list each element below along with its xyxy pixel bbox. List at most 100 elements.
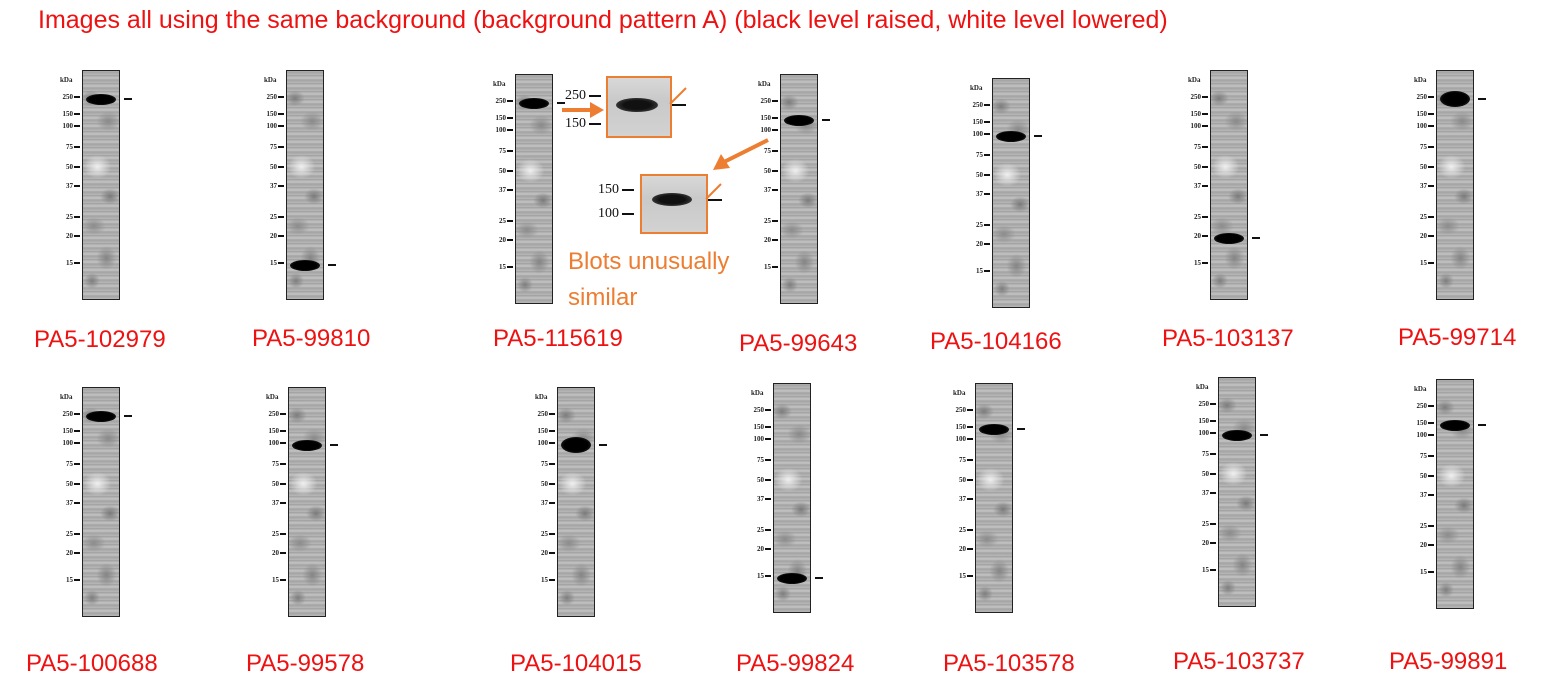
blot-lane <box>780 74 818 304</box>
ladder-marker: 100 <box>761 126 778 134</box>
ladder-marker: 15 <box>66 259 80 267</box>
ladder-marker-value: 250 <box>1198 400 1210 408</box>
ladder-marker: 15 <box>1194 259 1208 267</box>
ladder-marker: 20 <box>764 236 778 244</box>
protein-band <box>86 93 116 105</box>
ladder-marker: 25 <box>66 530 80 538</box>
ladder-marker: 15 <box>270 259 284 267</box>
antibody-label: PA5-103578 <box>943 650 1075 677</box>
antibody-label: PA5-103737 <box>1173 648 1305 675</box>
ladder-marker: 37 <box>764 186 778 194</box>
ladder-marker-value: 25 <box>1202 520 1209 528</box>
ladder-marker-value: 150 <box>62 110 74 118</box>
ladder-marker-value: 25 <box>1194 213 1201 221</box>
antibody-label: PA5-104015 <box>510 650 642 677</box>
ladder-marker-value: 50 <box>66 163 73 171</box>
ladder-marker-value: 20 <box>541 549 548 557</box>
ladder-marker-value: 75 <box>959 456 966 464</box>
ladder-marker-value: 100 <box>972 130 984 138</box>
ladder-marker: 20 <box>757 545 771 553</box>
ladder-marker-value: 150 <box>753 423 765 431</box>
ladder-marker-value: 37 <box>66 499 73 507</box>
ladder-marker-value: 50 <box>959 476 966 484</box>
ladder-marker-value: 37 <box>541 499 548 507</box>
ladder-marker-value: 50 <box>272 480 279 488</box>
ladder-marker: 50 <box>66 163 80 171</box>
ladder-marker-value: 37 <box>959 495 966 503</box>
ladder-marker: 75 <box>764 147 778 155</box>
antibody-label: PA5-115619 <box>493 325 623 352</box>
ladder-marker-value: 100 <box>955 435 967 443</box>
ladder-marker: 25 <box>1202 520 1216 528</box>
ladder-marker-value: 15 <box>541 576 548 584</box>
ladder-marker-value: 20 <box>976 240 983 248</box>
band-indicator-mark <box>815 577 823 579</box>
ladder-marker-value: 50 <box>757 476 764 484</box>
ladder-marker: 75 <box>499 147 513 155</box>
ladder-marker: 37 <box>541 499 555 507</box>
ladder-marker-value: 25 <box>757 526 764 534</box>
ladder-marker-value: 15 <box>66 576 73 584</box>
ladder-marker: 100 <box>266 122 284 130</box>
ladder-marker: 75 <box>66 460 80 468</box>
ladder-marker-value: 50 <box>764 167 771 175</box>
ladder-marker: 75 <box>1420 143 1434 151</box>
ladder-marker: 15 <box>66 576 80 584</box>
ladder-marker-value: 100 <box>537 439 549 447</box>
kda-unit-label: kDa <box>264 76 277 84</box>
ladder-marker-value: 75 <box>1202 450 1209 458</box>
ladder-marker-value: 250 <box>537 410 549 418</box>
ladder-marker: 75 <box>757 456 771 464</box>
ladder-marker: 20 <box>1202 539 1216 547</box>
ladder-marker-value: 150 <box>266 110 278 118</box>
ladder-marker-value: 20 <box>66 232 73 240</box>
ladder-marker-value: 75 <box>66 143 73 151</box>
ladder-marker: 25 <box>1194 213 1208 221</box>
band-indicator-mark <box>1017 428 1025 430</box>
ladder-marker: 250 <box>1190 93 1208 101</box>
ladder-marker-value: 250 <box>1190 93 1202 101</box>
ladder-marker: 20 <box>499 236 513 244</box>
ladder-marker-value: 100 <box>1190 122 1202 130</box>
ladder-marker-value: 37 <box>272 499 279 507</box>
ladder-marker: 15 <box>1420 568 1434 576</box>
ladder-marker-value: 15 <box>757 572 764 580</box>
ladder-marker: 250 <box>269 410 286 418</box>
blot-lane <box>286 70 324 300</box>
ladder-marker: 100 <box>496 126 513 134</box>
ladder-marker-value: 50 <box>1202 470 1209 478</box>
ladder-marker: 150 <box>761 114 778 122</box>
ladder-marker-value: 50 <box>66 480 73 488</box>
kda-unit-label: kDa <box>1414 385 1427 393</box>
ladder-marker: 250 <box>754 406 771 414</box>
band-indicator-mark <box>1260 434 1268 436</box>
ladder-marker-value: 37 <box>1420 491 1427 499</box>
protein-band <box>86 410 116 422</box>
ladder-marker: 50 <box>1420 472 1434 480</box>
ladder-marker-value: 100 <box>266 122 278 130</box>
ladder-marker-value: 15 <box>272 576 279 584</box>
ladder-marker-value: 150 <box>268 427 280 435</box>
ladder-marker-value: 100 <box>62 439 74 447</box>
protein-band <box>519 97 549 109</box>
ladder-marker: 250 <box>761 97 778 105</box>
ladder-marker-value: 37 <box>757 495 764 503</box>
band-indicator-mark <box>1252 237 1260 239</box>
ladder-marker-value: 250 <box>1416 402 1428 410</box>
kda-unit-label: kDa <box>535 393 548 401</box>
ladder-marker-value: 250 <box>62 93 74 101</box>
ladder-marker-value: 100 <box>1416 122 1428 130</box>
ladder-marker: 75 <box>1420 452 1434 460</box>
ladder-marker: 250 <box>973 101 990 109</box>
ladder-marker-value: 50 <box>270 163 277 171</box>
